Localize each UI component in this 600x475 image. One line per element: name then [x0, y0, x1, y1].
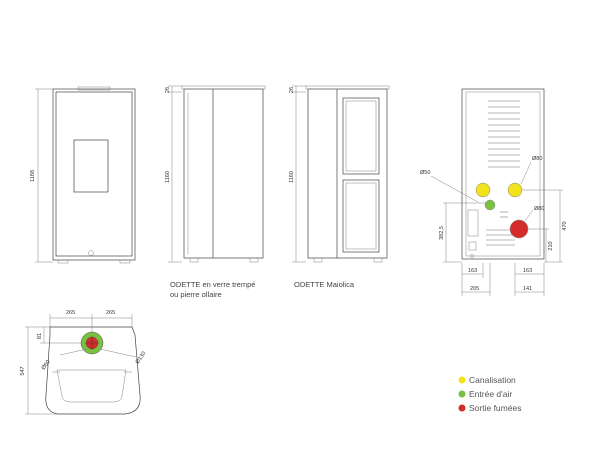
legend-item-air: Entrée d'air	[458, 389, 512, 399]
front-view: 1188	[30, 86, 136, 264]
maiolica-height-label: 1160	[289, 171, 295, 183]
back-o80-mid-label: Ø80	[534, 206, 544, 212]
tile-upper	[342, 97, 380, 175]
back-panel	[467, 209, 479, 237]
legend-swatch-air	[458, 390, 466, 398]
legend-item-smoke: Sortie fumées	[458, 403, 521, 413]
top-547-label: 547	[20, 366, 26, 375]
back-210-label: 210	[548, 241, 554, 250]
top-81-label: 81	[37, 333, 43, 339]
legend-swatch-canalisation	[458, 376, 466, 384]
front-knob	[88, 250, 94, 256]
back-o50-label: Ø50	[420, 170, 430, 176]
legend-label-smoke: Sortie fumées	[469, 403, 521, 413]
caption-glass-line2: ou pierre ollaire	[170, 290, 222, 299]
back-163-left-label: 163	[468, 268, 477, 274]
side-view-maiolica: 26 1160 ODETTE Maiolica	[289, 85, 390, 289]
legend: Canalisation Entrée d'air Sortie fumées	[458, 375, 521, 413]
front-window	[73, 139, 109, 193]
front-height-label: 1188	[30, 170, 36, 182]
back-163-right-label: 163	[523, 268, 532, 274]
legend-item-canalisation: Canalisation	[458, 375, 516, 385]
maiolica-top-label: 26	[289, 87, 295, 93]
back-382-label: 382,5	[439, 226, 445, 240]
back-205-label: 205	[470, 286, 479, 292]
canalisation-circle-left	[475, 182, 491, 198]
legend-swatch-smoke	[458, 404, 466, 412]
top-o60-label: Ø60	[41, 359, 52, 371]
back-view: Ø50 Ø80 Ø80 382,5 210 470 163 163 205 14…	[420, 88, 568, 296]
vent-slots	[486, 100, 520, 246]
top-265-right-label: 265	[106, 310, 115, 316]
smoke-outlet-circle	[509, 219, 529, 239]
air-intake-circle	[484, 199, 496, 211]
legend-label-canalisation: Canalisation	[469, 375, 516, 385]
caption-maiolica: ODETTE Maiolica	[294, 280, 355, 289]
side-height-label: 1160	[165, 171, 171, 183]
side-view-glass: 26 1160 ODETTE en verre trempé ou pierre…	[165, 85, 266, 299]
top-firebox	[56, 369, 127, 403]
canalisation-circle-right	[507, 182, 523, 198]
legend-label-air: Entrée d'air	[469, 389, 512, 399]
back-141-label: 141	[523, 286, 532, 292]
top-265-left-label: 265	[66, 310, 75, 316]
top-view: 265 265 81 547 Ø130 Ø60	[20, 310, 147, 415]
back-470-label: 470	[562, 221, 568, 230]
side-top-label: 26	[165, 87, 171, 93]
tile-lower	[342, 179, 380, 253]
caption-glass-line1: ODETTE en verre trempé	[170, 280, 255, 289]
back-o80-top-label: Ø80	[532, 156, 542, 162]
